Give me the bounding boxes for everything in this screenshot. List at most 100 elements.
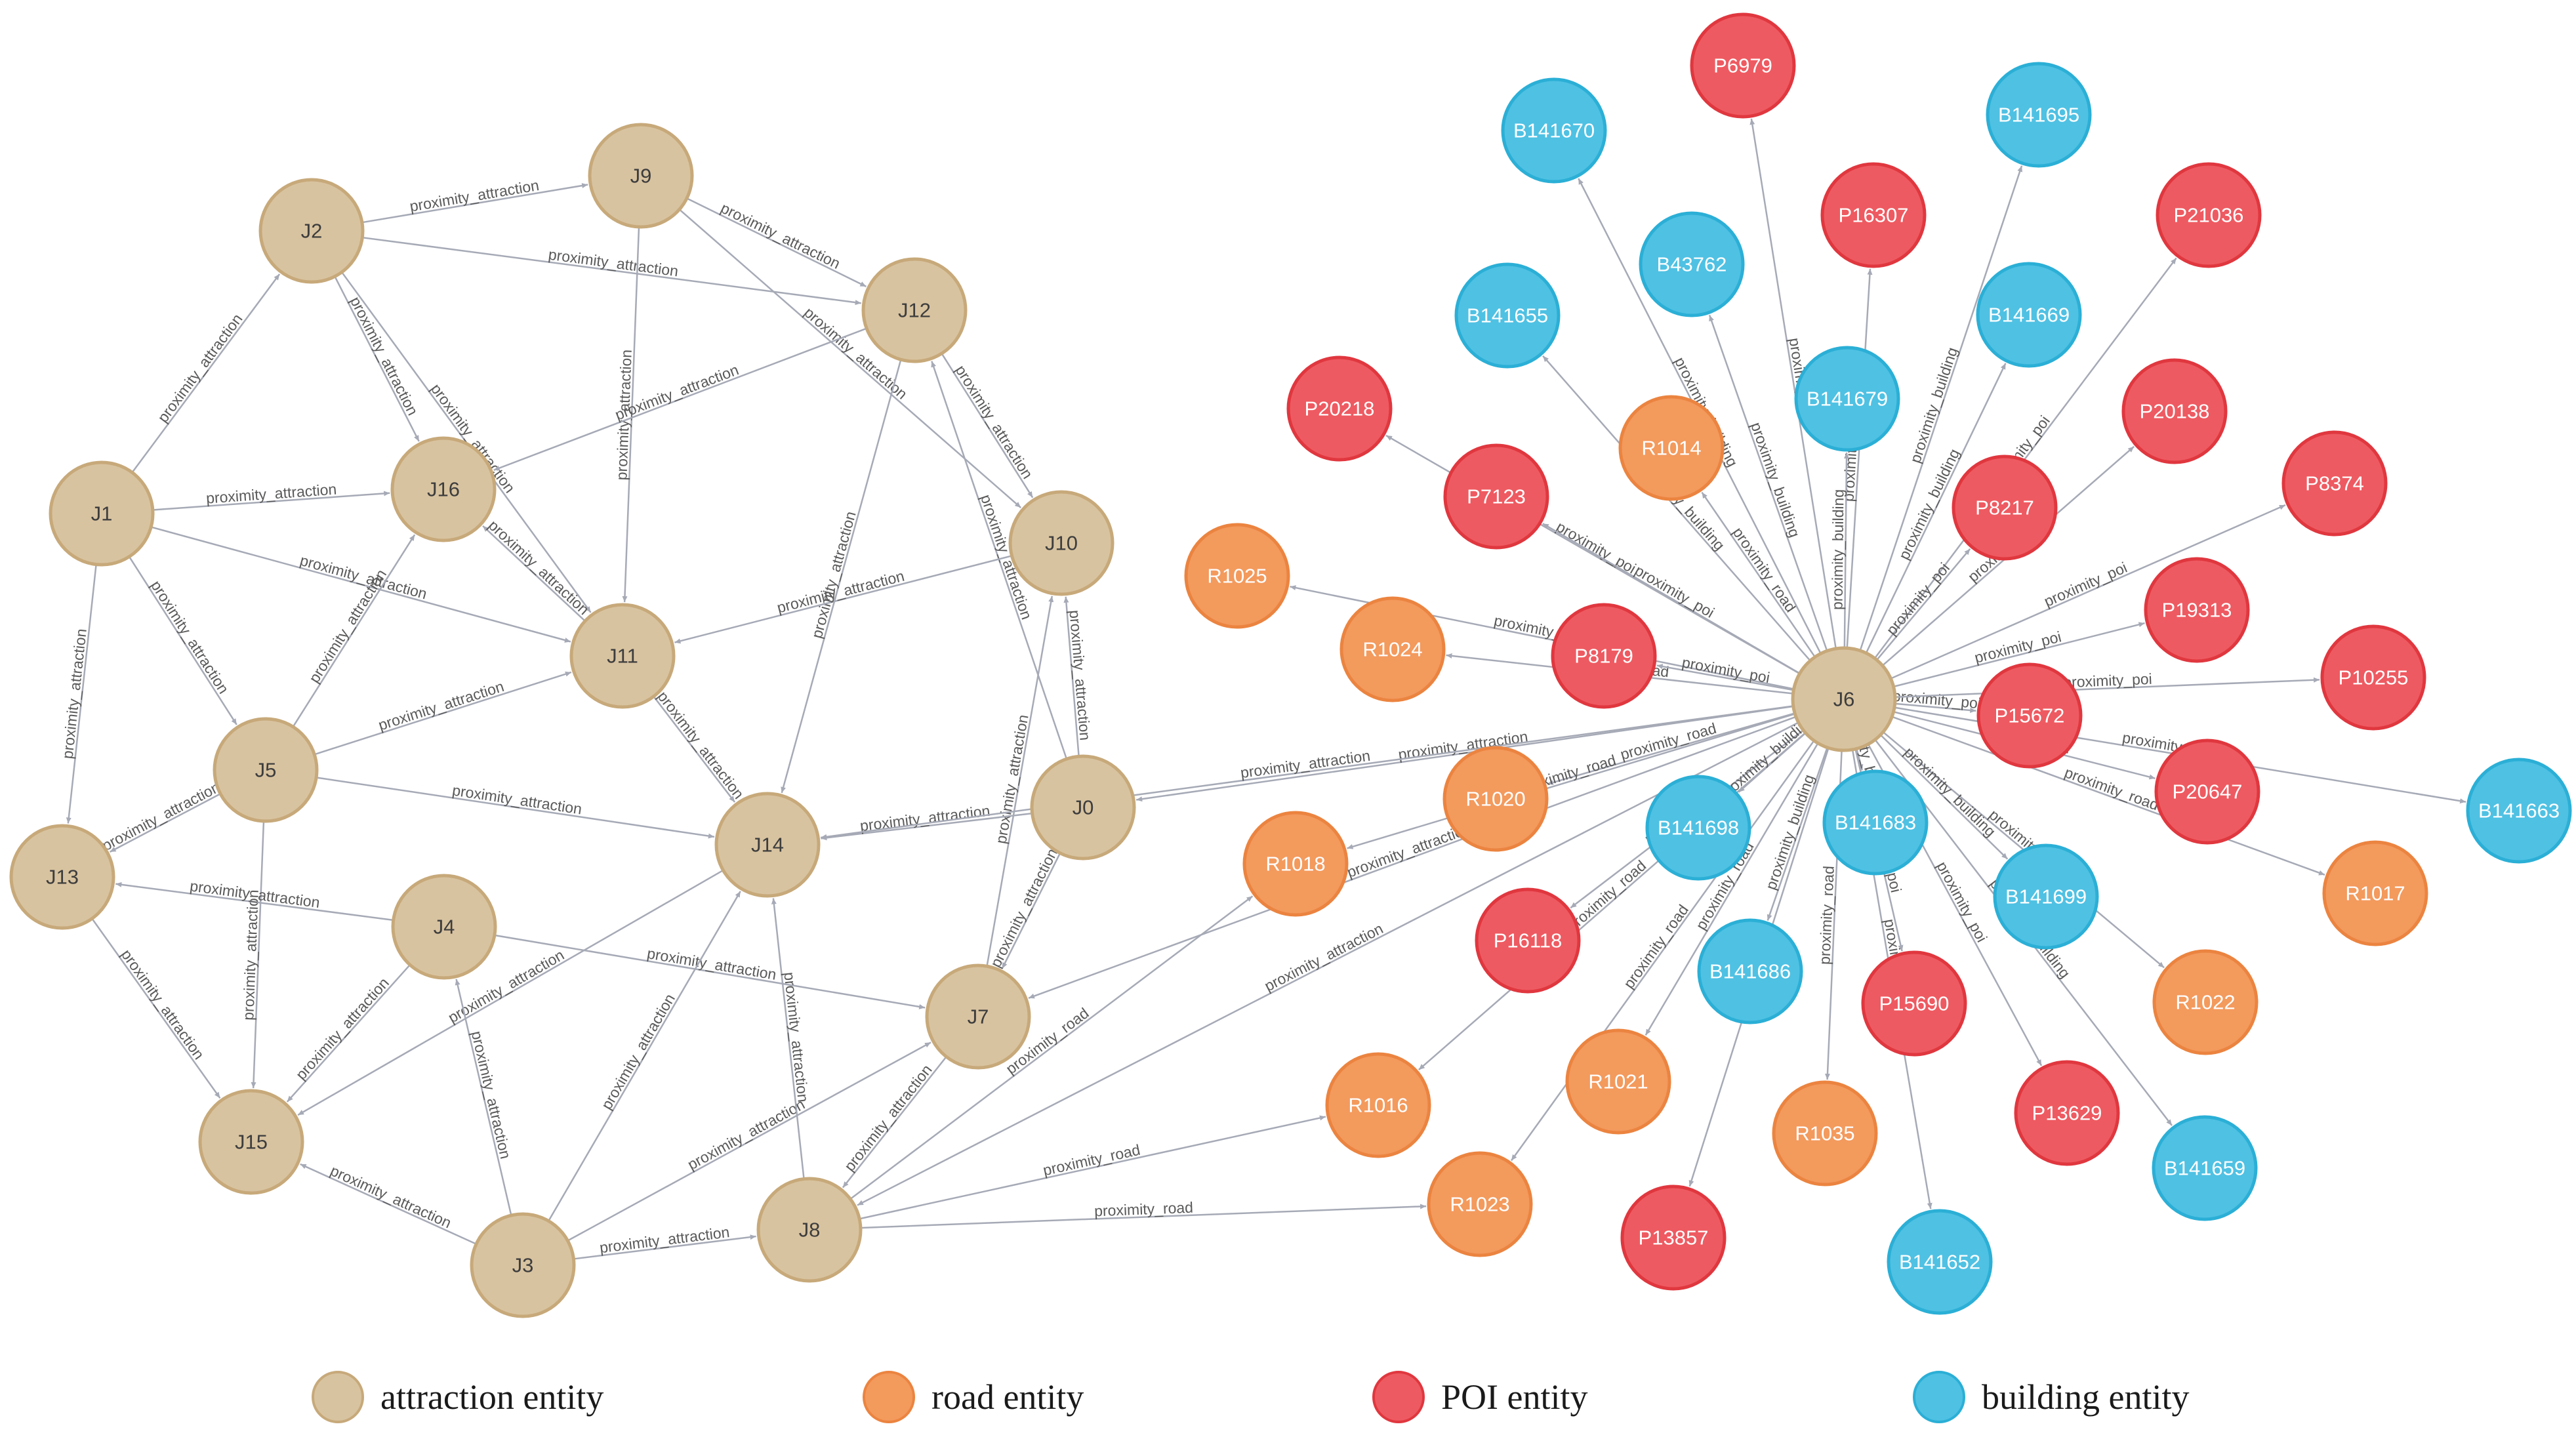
node-B141683[interactable]: B141683 — [1822, 769, 1929, 876]
attraction-node-circle[interactable] — [49, 460, 155, 567]
node-B141695[interactable]: B141695 — [1986, 62, 2092, 168]
poi-node-circle[interactable] — [1976, 662, 2083, 769]
node-B141686[interactable]: B141686 — [1697, 918, 1803, 1024]
node-J8[interactable]: J8 — [756, 1177, 863, 1283]
node-R1022[interactable]: R1022 — [2152, 949, 2259, 1055]
node-J16[interactable]: J16 — [390, 436, 497, 542]
node-J11[interactable]: J11 — [569, 603, 676, 709]
poi-node-circle[interactable] — [2121, 358, 2228, 464]
building-node-circle[interactable] — [1639, 211, 1745, 317]
attraction-node-circle[interactable] — [213, 717, 319, 823]
node-B141655[interactable]: B141655 — [1454, 262, 1561, 369]
node-R1020[interactable]: R1020 — [1442, 746, 1549, 852]
node-J0[interactable]: J0 — [1030, 754, 1136, 861]
building-node-circle[interactable] — [1986, 62, 2092, 168]
road-node-circle[interactable] — [2152, 949, 2259, 1055]
attraction-node-circle[interactable] — [9, 824, 115, 930]
node-P16307[interactable]: P16307 — [1820, 162, 1927, 268]
node-R1021[interactable]: R1021 — [1565, 1028, 1671, 1135]
attraction-node-circle[interactable] — [588, 123, 694, 229]
node-J10[interactable]: J10 — [1008, 490, 1114, 596]
node-B43762[interactable]: B43762 — [1639, 211, 1745, 317]
poi-node-circle[interactable] — [1286, 355, 1393, 462]
node-P20218[interactable]: P20218 — [1286, 355, 1393, 462]
node-R1024[interactable]: R1024 — [1339, 596, 1446, 702]
node-B141679[interactable]: B141679 — [1794, 346, 1900, 452]
building-node-circle[interactable] — [1976, 262, 2082, 368]
attraction-node-circle[interactable] — [390, 436, 497, 542]
road-node-circle[interactable] — [1772, 1080, 1878, 1186]
node-B141699[interactable]: B141699 — [1993, 843, 2099, 950]
node-J2[interactable]: J2 — [258, 178, 365, 284]
node-P20647[interactable]: P20647 — [2154, 739, 2260, 845]
poi-node-circle[interactable] — [1690, 12, 1796, 119]
node-J5[interactable]: J5 — [213, 717, 319, 823]
attraction-node-circle[interactable] — [1791, 646, 1897, 752]
node-B141698[interactable]: B141698 — [1645, 775, 1751, 881]
node-R1025[interactable]: R1025 — [1184, 523, 1290, 629]
poi-node-circle[interactable] — [2156, 162, 2262, 268]
attraction-node-circle[interactable] — [925, 963, 1031, 1070]
poi-node-circle[interactable] — [2014, 1060, 2120, 1166]
road-node-circle[interactable] — [1618, 395, 1725, 501]
poi-node-circle[interactable] — [1443, 443, 1549, 550]
poi-node-circle[interactable] — [1861, 950, 1967, 1057]
node-P10255[interactable]: P10255 — [2320, 624, 2426, 731]
node-P20138[interactable]: P20138 — [2121, 358, 2228, 464]
road-node-circle[interactable] — [1565, 1028, 1671, 1135]
poi-node-circle[interactable] — [2320, 624, 2426, 731]
node-J4[interactable]: J4 — [391, 874, 497, 980]
node-P13629[interactable]: P13629 — [2014, 1060, 2120, 1166]
poi-node-circle[interactable] — [1952, 455, 2058, 561]
building-node-circle[interactable] — [1887, 1209, 1993, 1315]
attraction-node-circle[interactable] — [258, 178, 365, 284]
node-P7123[interactable]: P7123 — [1443, 443, 1549, 550]
node-B141669[interactable]: B141669 — [1976, 262, 2082, 368]
node-R1018[interactable]: R1018 — [1242, 811, 1349, 917]
attraction-node-circle[interactable] — [198, 1089, 304, 1195]
attraction-node-circle[interactable] — [470, 1212, 576, 1318]
node-P6979[interactable]: P6979 — [1690, 12, 1796, 119]
node-R1014[interactable]: R1014 — [1618, 395, 1725, 501]
node-P19313[interactable]: P19313 — [2144, 557, 2250, 663]
node-J13[interactable]: J13 — [9, 824, 115, 930]
node-B141659[interactable]: B141659 — [2152, 1115, 2258, 1221]
road-node-circle[interactable] — [1427, 1151, 1533, 1257]
building-node-circle[interactable] — [1697, 918, 1803, 1024]
road-node-circle[interactable] — [2322, 840, 2428, 946]
attraction-node-circle[interactable] — [1030, 754, 1136, 861]
node-P21036[interactable]: P21036 — [2156, 162, 2262, 268]
attraction-node-circle[interactable] — [714, 792, 821, 898]
building-node-circle[interactable] — [2152, 1115, 2258, 1221]
road-node-circle[interactable] — [1325, 1052, 1431, 1158]
poi-node-circle[interactable] — [2144, 557, 2250, 663]
node-P16118[interactable]: P16118 — [1475, 887, 1581, 994]
node-J14[interactable]: J14 — [714, 792, 821, 898]
road-node-circle[interactable] — [1339, 596, 1446, 702]
node-J1[interactable]: J1 — [49, 460, 155, 567]
node-P8179[interactable]: P8179 — [1551, 603, 1657, 709]
node-J6[interactable]: J6 — [1791, 646, 1897, 752]
node-R1035[interactable]: R1035 — [1772, 1080, 1878, 1186]
attraction-node-circle[interactable] — [569, 603, 676, 709]
node-P15672[interactable]: P15672 — [1976, 662, 2083, 769]
poi-node-circle[interactable] — [1820, 162, 1927, 268]
poi-node-circle[interactable] — [1475, 887, 1581, 994]
node-J12[interactable]: J12 — [861, 257, 968, 363]
node-P13857[interactable]: P13857 — [1620, 1185, 1727, 1291]
attraction-node-circle[interactable] — [861, 257, 968, 363]
node-B141652[interactable]: B141652 — [1887, 1209, 1993, 1315]
building-node-circle[interactable] — [1993, 843, 2099, 950]
road-node-circle[interactable] — [1184, 523, 1290, 629]
node-J15[interactable]: J15 — [198, 1089, 304, 1195]
poi-node-circle[interactable] — [2281, 430, 2388, 537]
node-R1017[interactable]: R1017 — [2322, 840, 2428, 946]
road-node-circle[interactable] — [1242, 811, 1349, 917]
building-node-circle[interactable] — [2466, 758, 2572, 864]
node-R1023[interactable]: R1023 — [1427, 1151, 1533, 1257]
node-R1016[interactable]: R1016 — [1325, 1052, 1431, 1158]
building-node-circle[interactable] — [1822, 769, 1929, 876]
poi-node-circle[interactable] — [1551, 603, 1657, 709]
building-node-circle[interactable] — [1501, 77, 1607, 184]
node-B141670[interactable]: B141670 — [1501, 77, 1607, 184]
